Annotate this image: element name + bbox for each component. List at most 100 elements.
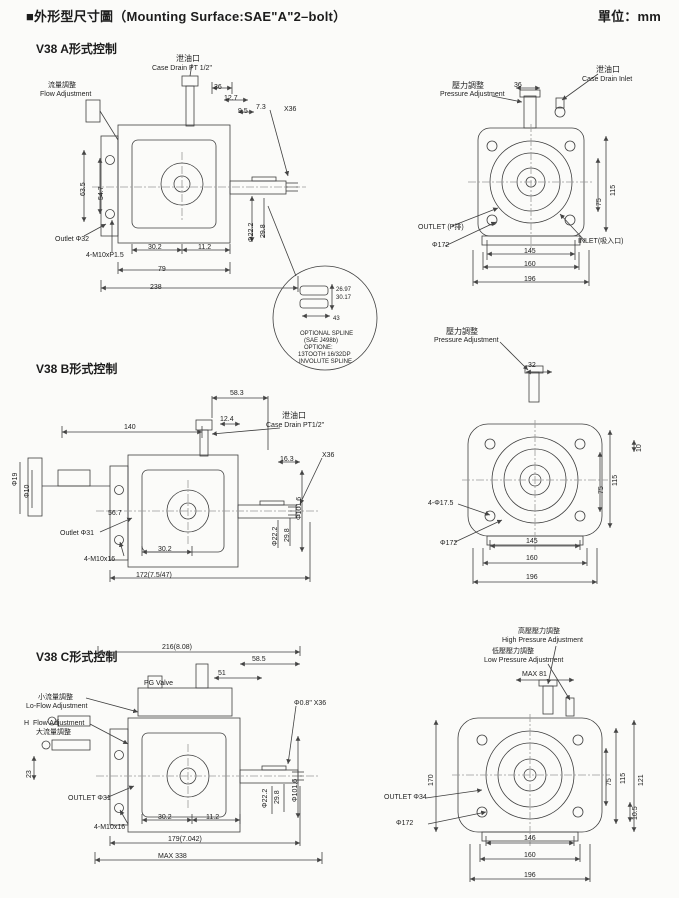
pressure-adjustment-label-en: Pressure Adjustment: [434, 337, 499, 344]
dim-label: 160: [524, 261, 536, 268]
dim-label: Φ22.2: [248, 222, 255, 242]
section-a-title: V38 A形式控制: [36, 42, 117, 56]
flow-adjustment-label-cn: 流量調整: [48, 82, 76, 89]
drawing-a-side-view: [81, 63, 306, 292]
outlet-label: Outlet Φ32: [55, 236, 89, 243]
spline-note: (SAE J498b): [304, 338, 339, 344]
dim-label: 54.7: [98, 186, 105, 200]
dim-label: 196: [524, 872, 536, 879]
case-drain-inlet-label-cn: 泄油口: [596, 65, 620, 74]
dim-label: Φ19: [12, 472, 19, 486]
dim-label: 4-Φ17.5: [428, 500, 454, 507]
drawing-c-front-view: [425, 645, 637, 882]
dim-label: MAX 81: [522, 671, 547, 678]
dim-label: 12.7: [224, 95, 238, 102]
spline-note: INVOLUTE SPLINE: [299, 359, 353, 365]
dim-label: 115: [610, 184, 617, 196]
pressure-adjustment-label-cn: 壓力調整: [452, 81, 484, 90]
dim-label: Φ22.2: [272, 526, 279, 546]
dim-label: 145: [526, 538, 538, 545]
dim-label: 4-M10x16: [84, 556, 116, 563]
page-header: ■外形型尺寸圖（Mounting Surface:SAE"A"2–bolt） 單…: [26, 6, 661, 25]
unit-label: 單位：mm: [597, 9, 661, 24]
pressure-adjustment-label-en: Pressure Adjustment: [440, 91, 505, 98]
low-pressure-adjustment-label-cn: 低壓壓力調整: [492, 648, 534, 655]
outlet-label: OUTLET Φ34: [384, 794, 427, 801]
spline-note: OPTIONAL SPLINE: [300, 331, 354, 337]
dim-label: 10.5: [632, 806, 639, 820]
dim-label: 115: [620, 772, 627, 784]
dim-label: 216(8.08): [162, 644, 192, 651]
dim-label: Φ22.2: [262, 788, 269, 808]
dim-label: 145: [524, 248, 536, 255]
case-drain-label-cn: 泄油口: [176, 54, 200, 63]
dim-label: 58.3: [230, 390, 244, 397]
drawing-b-front-view: [454, 341, 637, 585]
dim-label: 43: [333, 316, 340, 322]
dim-label: 30.2: [148, 244, 162, 251]
drawing-a-front-view: [444, 73, 609, 286]
dim-label: 179(7.042): [168, 836, 202, 843]
outlet-label: OUTLET Φ31: [68, 795, 111, 802]
dim-label: 32: [528, 362, 536, 369]
dim-label: 160: [526, 555, 538, 562]
dim-label: 79: [158, 266, 166, 273]
spline-detail-view: [267, 205, 378, 371]
dim-label: 11.2: [198, 244, 212, 251]
dim-label: 12.4: [220, 416, 234, 423]
dim-label: 10: [636, 444, 643, 452]
dim-label: Φ0.8" X36: [294, 700, 327, 707]
dim-label: 29.8: [274, 790, 281, 804]
dim-label: 23: [26, 770, 33, 778]
dim-label: 56.7: [108, 510, 122, 517]
dim-label: 75: [598, 486, 605, 494]
outlet-label: Outlet Φ31: [60, 530, 94, 537]
dim-label: 170: [428, 774, 435, 786]
dim-label: 63.5: [80, 182, 87, 196]
dim-label: 75: [596, 198, 603, 206]
dim-label: 115: [612, 474, 619, 486]
dim-label: 26.97: [336, 287, 352, 293]
section-b-title: V38 B形式控制: [36, 362, 118, 376]
flow-adjustment-label-en: Flow Adjustment: [40, 91, 92, 98]
dim-label: 196: [524, 276, 536, 283]
dim-label: Φ172: [440, 540, 458, 547]
dim-label: 30.17: [336, 295, 352, 301]
dim-label: 29.8: [284, 528, 291, 542]
dim-label: 196: [526, 574, 538, 581]
dim-label: 58.5: [252, 656, 266, 663]
dim-label: Φ172: [432, 242, 450, 249]
drawing-c-side-view: [31, 646, 323, 864]
dim-label: 140: [124, 424, 136, 431]
max-flow-adjustment-label-cn: 大流量調整: [36, 729, 71, 736]
outlet-label: OUTLET (P排): [418, 224, 464, 231]
flow-adjustment-label-en: H Flow Adjustment: [24, 720, 85, 727]
spline-note: OPTIONE:: [304, 345, 333, 351]
min-flow-adjustment-label-cn: 小流量調整: [38, 694, 73, 701]
dim-label: X36: [322, 452, 335, 459]
dim-label: 29.8: [260, 224, 267, 238]
dim-label: 30.2: [158, 546, 172, 553]
high-pressure-adjustment-label-cn: 高壓壓力調整: [518, 628, 560, 635]
dim-label: 121: [638, 774, 645, 786]
dim-label: 7.3: [256, 104, 266, 111]
dim-label: 4-M10xP1.5: [86, 252, 124, 259]
drawing-b-side-view: [19, 395, 323, 582]
case-drain-label-en: Case Drain PT 1/2": [152, 65, 212, 72]
case-drain-label-en: Case Drain PT1/2": [266, 422, 325, 429]
pg-valve-label: PG Valve: [144, 680, 174, 687]
dim-label: X36: [284, 106, 297, 113]
pressure-adjustment-label-cn: 壓力調整: [446, 327, 478, 336]
spline-note: 13TOOTH 16/32DP: [298, 352, 351, 358]
dim-label: 51: [218, 670, 226, 677]
dim-label: 36: [514, 82, 522, 89]
case-drain-inlet-label-en: Case Drain Inlet: [582, 76, 633, 83]
dim-label: Φ172: [396, 820, 414, 827]
dim-label: Φ101.6: [292, 778, 299, 802]
inlet-label: INLET(吸入口): [578, 238, 624, 245]
dim-label: 238: [150, 284, 162, 291]
dim-label: 75: [606, 778, 613, 786]
low-pressure-adjustment-label-en: Low Pressure Adjustment: [484, 657, 564, 664]
high-pressure-adjustment-label-en: High Pressure Adjustment: [502, 637, 583, 644]
